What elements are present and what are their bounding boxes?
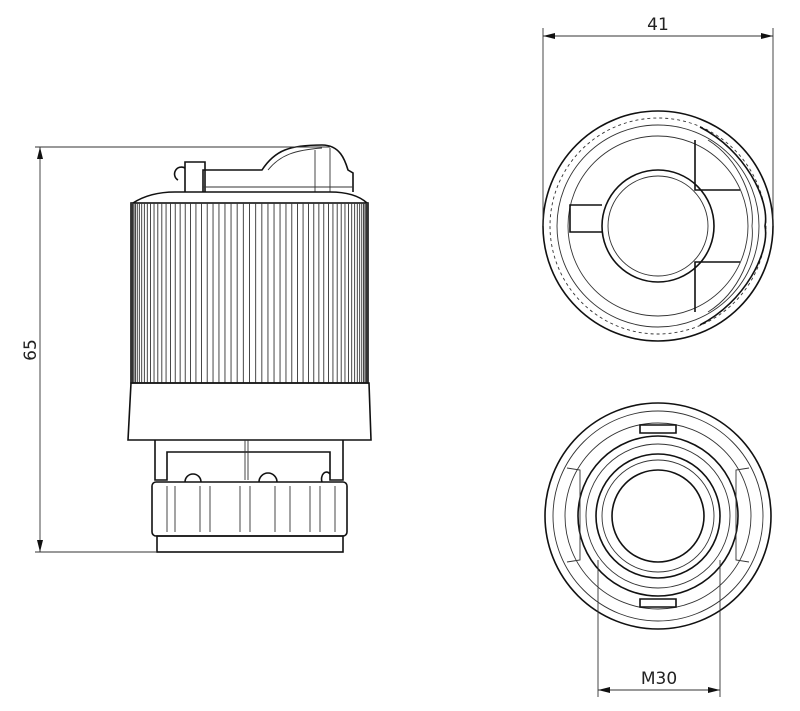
nut-ribs xyxy=(166,486,336,532)
width-label: 41 xyxy=(647,15,669,35)
height-label: 65 xyxy=(21,339,41,361)
side-view xyxy=(127,144,372,553)
lower-band xyxy=(127,382,372,441)
width-dimension: 41 xyxy=(542,15,774,226)
top-view xyxy=(542,110,774,342)
bottom-view xyxy=(544,402,772,630)
nut-base xyxy=(156,535,344,553)
knurl-lines xyxy=(131,203,368,383)
union-nut xyxy=(151,481,348,537)
thread-label: M30 xyxy=(641,669,677,689)
clips xyxy=(184,471,331,483)
body-top-edge xyxy=(132,191,368,204)
height-dimension: 65 xyxy=(21,146,330,553)
thread-dimension: M30 xyxy=(597,560,721,697)
cap-lever xyxy=(173,144,354,192)
neck xyxy=(154,440,344,481)
